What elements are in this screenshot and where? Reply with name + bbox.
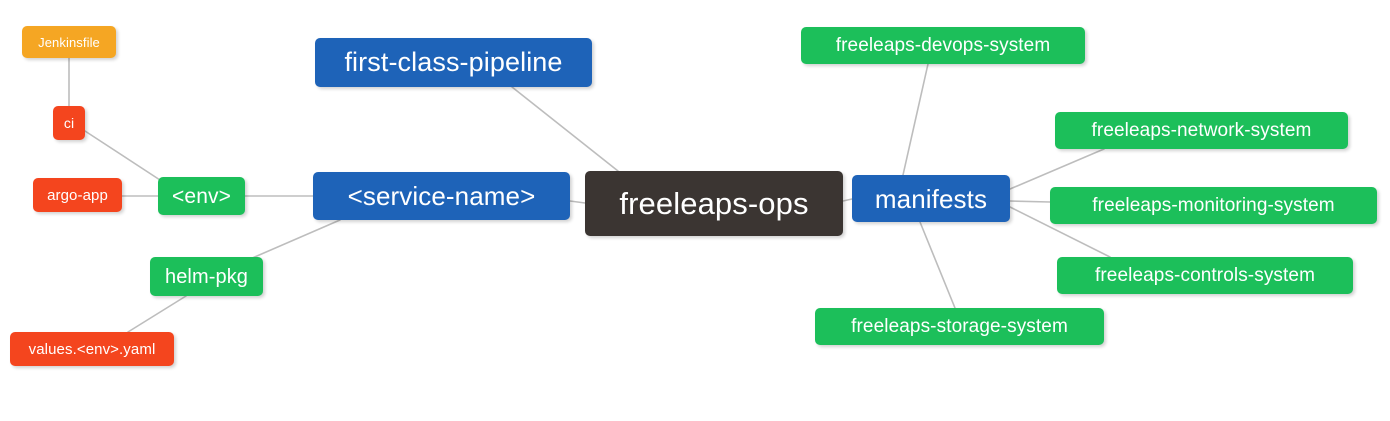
node-env[interactable]: <env> [158,177,245,215]
node-network-system[interactable]: freeleaps-network-system [1055,112,1348,149]
node-label-manifests: manifests [874,183,988,214]
node-first-class-pipeline[interactable]: first-class-pipeline [315,38,592,87]
edge-manifests-to-network-system [1009,148,1105,190]
node-label-ci: ci [63,115,75,131]
node-storage-system[interactable]: freeleaps-storage-system [815,308,1104,345]
edge-values-yaml-to-helm-pkg [127,295,187,333]
node-label-monitoring-system: freeleaps-monitoring-system [1092,195,1335,216]
node-label-argo-app: argo-app [47,186,108,204]
node-label-controls-system: freeleaps-controls-system [1094,265,1316,286]
edge-helm-pkg-to-service-name [249,219,341,260]
node-controls-system[interactable]: freeleaps-controls-system [1057,257,1353,294]
node-ci[interactable]: ci [53,106,85,140]
node-manifests[interactable]: manifests [852,175,1010,222]
node-values-yaml[interactable]: values.<env>.yaml [10,332,174,366]
node-label-network-system: freeleaps-network-system [1091,120,1312,141]
edge-manifests-to-monitoring-system [1009,200,1051,203]
node-label-devops-system: freeleaps-devops-system [835,35,1051,56]
node-label-helm-pkg: helm-pkg [164,265,249,288]
edge-manifests-to-devops-system [902,63,929,176]
node-label-storage-system: freeleaps-storage-system [851,316,1068,337]
node-label-freeleaps-ops: freeleaps-ops [619,186,809,221]
edge-freeleaps-ops-to-manifests [842,198,853,202]
node-helm-pkg[interactable]: helm-pkg [150,257,263,296]
node-monitoring-system[interactable]: freeleaps-monitoring-system [1050,187,1377,224]
node-label-env: <env> [172,184,231,208]
node-argo-app[interactable]: argo-app [33,178,122,212]
edge-manifests-to-storage-system [919,221,956,309]
node-label-jenkinsfile: Jenkinsfile [38,34,100,50]
node-freeleaps-ops[interactable]: freeleaps-ops [585,171,843,236]
edge-ci-to-env [84,130,161,181]
node-service-name[interactable]: <service-name> [313,172,570,220]
node-label-service-name: <service-name> [347,181,536,211]
edge-first-class-pipeline-to-freeleaps-ops [511,86,619,172]
edge-service-name-to-freeleaps-ops [569,200,586,204]
node-label-first-class-pipeline: first-class-pipeline [344,47,563,77]
node-label-values-yaml: values.<env>.yaml [28,340,156,358]
node-jenkinsfile[interactable]: Jenkinsfile [22,26,116,58]
node-devops-system[interactable]: freeleaps-devops-system [801,27,1085,64]
